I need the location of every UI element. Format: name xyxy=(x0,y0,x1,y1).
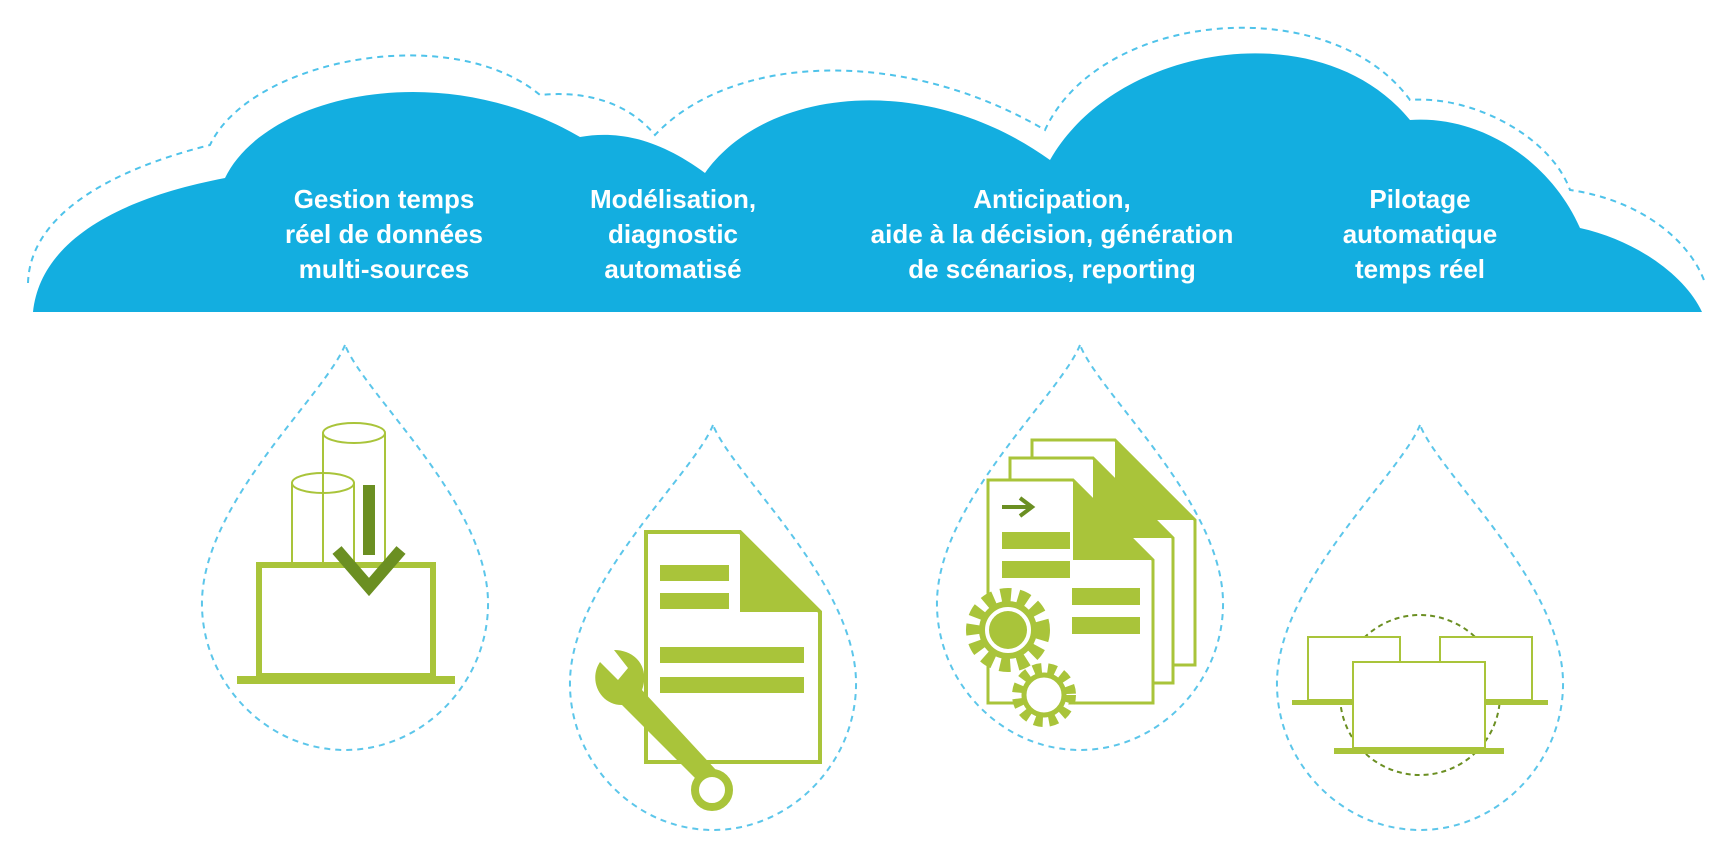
step-label-4: Pilotage automatique temps réel xyxy=(1300,182,1540,287)
teardrop-outline xyxy=(200,342,490,752)
networked-laptops-icon xyxy=(1292,614,1548,776)
step-1-line-3: multi-sources xyxy=(298,254,470,284)
step-3-line-1: Anticipation, xyxy=(973,184,1131,214)
teardrop-outline xyxy=(1275,422,1565,832)
teardrop-outline xyxy=(568,422,858,832)
teardrop-outline xyxy=(935,342,1225,752)
step-2-line-3: automatisé xyxy=(604,254,742,284)
step-label-3: Anticipation, aide à la décision, généra… xyxy=(852,182,1252,287)
step-2-line-2: diagnostic xyxy=(607,219,738,249)
database-download-laptop-icon xyxy=(237,422,455,684)
step-1-line-1: Gestion temps xyxy=(293,184,475,214)
documents-gears-icon xyxy=(966,438,1197,727)
step-3-line-2: aide à la décision, génération xyxy=(870,219,1234,249)
step-4-line-3: temps réel xyxy=(1354,254,1486,284)
step-4-line-2: automatique xyxy=(1342,219,1498,249)
cloud-body xyxy=(33,53,1702,312)
step-2-line-1: Modélisation, xyxy=(589,184,757,214)
step-1-line-2: réel de données xyxy=(285,219,483,249)
step-label-2: Modélisation, diagnostic automatisé xyxy=(573,182,773,287)
step-label-1: Gestion temps réel de données multi-sour… xyxy=(254,182,514,287)
step-3-line-3: de scénarios, reporting xyxy=(908,254,1196,284)
step-4-line-1: Pilotage xyxy=(1369,184,1471,214)
cloud-outline xyxy=(27,26,1706,284)
document-wrench-icon xyxy=(595,530,822,811)
